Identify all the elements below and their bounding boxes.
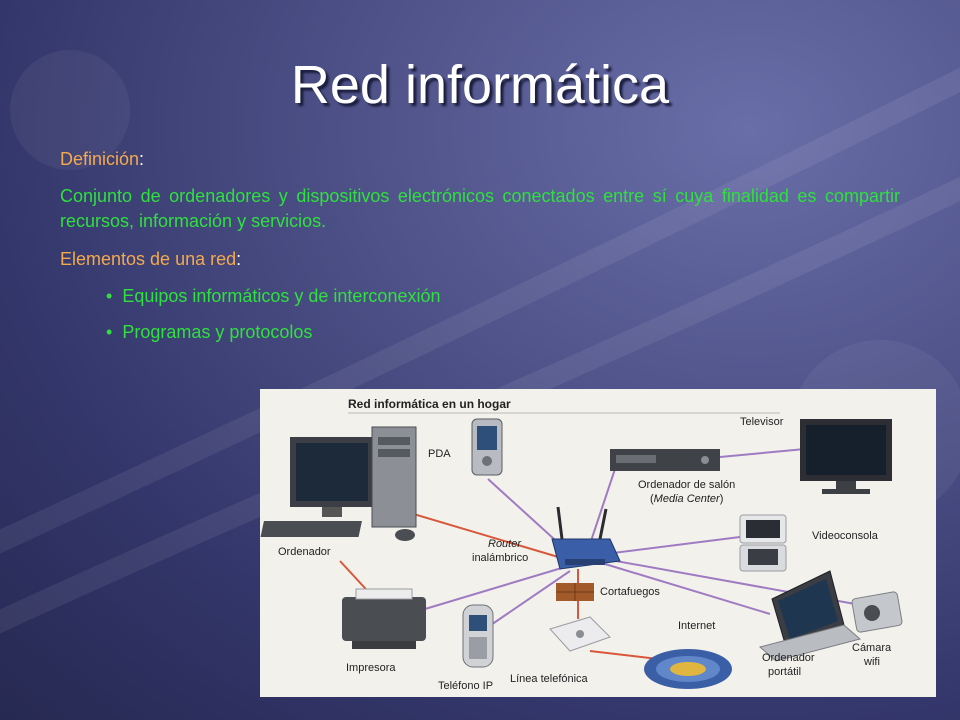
desktop-computer-icon [260,426,417,541]
link-router-telefono [484,570,571,630]
label-videoconsola: Videoconsola [812,530,879,542]
slide-content: Definición: Conjunto de ordenadores y di… [60,146,900,356]
label-camara-1: Cámara [852,642,892,654]
link-router-impresora [424,566,566,610]
label-media-center-open: ( [650,493,654,505]
definition-colon: : [139,149,145,169]
list-item: • Equipos informáticos y de interconexión [106,284,900,308]
link-router-mediacenter [589,468,616,545]
label-router-2: inalámbrico [472,552,528,564]
link-mediacenter-tv [719,448,806,458]
network-diagram: Red informática en un hogar Ordenador [260,397,903,692]
firewall-icon [556,583,594,601]
elements-heading: Elementos de una red: [60,246,900,272]
internet-globe-icon [644,649,732,689]
label-portatil-2: portátil [768,666,801,678]
bullet-icon: • [106,322,113,342]
media-center-icon [610,449,720,471]
router-icon [551,506,621,570]
illustration-title: Red informática en un hogar [348,397,511,411]
home-network-illustration: Red informática en un hogar Ordenador [260,389,936,697]
phone-line-icon [549,616,611,652]
connections [339,448,856,660]
label-internet: Internet [678,620,715,632]
label-router-1: Router [488,538,522,550]
label-pda: PDA [428,448,451,460]
elements-list: • Equipos informáticos y de interconexión… [60,284,900,344]
link-router-pda [487,478,566,550]
label-impresora: Impresora [346,662,396,674]
link-router-portatil [604,563,771,615]
pda-icon [471,418,503,476]
printer-icon [342,588,426,649]
ip-phone-icon [462,604,494,668]
list-item: • Programas y protocolos [106,320,900,344]
camera-icon [851,591,903,633]
game-console-icon [739,514,787,572]
list-item-text: Programas y protocolos [122,322,313,342]
list-item-text: Equipos informáticos y de interconexión [122,286,441,306]
elements-label: Elementos de una red [60,249,237,269]
link-router-consola [604,536,741,555]
definition-heading: Definición: [60,146,900,172]
label-media-center-italic: Media Center [654,493,721,505]
label-telefono: Teléfono IP [438,680,493,692]
label-ordenador: Ordenador [278,546,331,558]
television-icon [800,419,892,494]
wire-router-ordenador [389,506,566,560]
label-media-center-1: Ordenador de salón [638,479,735,491]
slide-title: Red informática [290,55,670,115]
laptop-icon [758,570,862,662]
bullet-icon: • [106,286,113,306]
elements-colon: : [236,249,242,269]
label-televisor: Televisor [740,416,784,428]
definition-label: Definición [60,149,140,169]
label-cortafuegos: Cortafuegos [600,586,660,598]
label-portatil-1: Ordenador [762,652,815,664]
definition-text: Conjunto de ordenadores y dispositivos e… [60,186,900,231]
label-camara-2: wifi [863,656,880,668]
label-linea: Línea telefónica [510,673,589,685]
wire-linea-internet [589,650,659,660]
label-media-center-close: ) [720,493,724,505]
label-media-center-2: (Media Center) [650,493,723,505]
